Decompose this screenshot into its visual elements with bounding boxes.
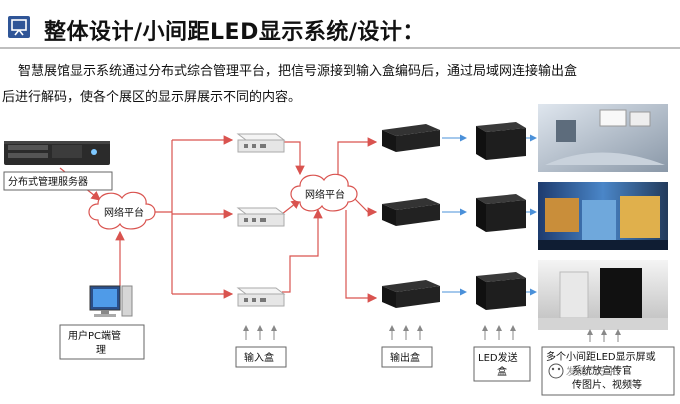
flow-lines (59, 135, 378, 303)
cloud-middle (290, 173, 358, 212)
screens-label-line-1: 多个小间距LED显示屏或 (546, 350, 656, 363)
led-label-line-1: LED发送 (478, 351, 518, 364)
led-label-frame (473, 346, 531, 382)
input-box-3 (236, 287, 286, 307)
output-box-label: 输出盒 (390, 351, 420, 364)
exhibit-photo-3 (538, 260, 668, 330)
pc-icon (89, 285, 133, 317)
output-box-1 (382, 124, 440, 152)
input-box-label: 输入盒 (244, 351, 274, 364)
pc-label-line-2: 理 (96, 344, 106, 356)
input-signal-arrows (243, 325, 621, 342)
intro-text-line-2: 后进行解码，使各个展区的显示屏展示不同的内容。 (2, 90, 302, 105)
cloud-middle-label: 网络平台 (305, 188, 345, 201)
screens-label-line-2: 系统放宣传官 (572, 364, 632, 377)
pc-label-line-1: 用户PC端管 (68, 329, 121, 342)
link-lines (442, 134, 537, 296)
cloud-left (88, 191, 156, 230)
cloud-left-label: 网络平台 (104, 206, 144, 219)
led-sender-2 (476, 194, 526, 232)
pc-label-box (59, 324, 145, 360)
intro-text-line-1: 智慧展馆显示系统通过分布式综合管理平台，把信号源接到输入盒编码后，通过局域网连接… (18, 64, 578, 79)
input-box-2 (236, 207, 286, 227)
presentation-icon (8, 16, 30, 38)
led-label-line-2: 盒 (497, 365, 507, 378)
led-sender-3 (476, 272, 526, 310)
input-box-1 (236, 133, 286, 153)
led-sender-1 (476, 122, 526, 160)
exhibit-photo-1 (538, 104, 668, 172)
server-label: 分布式管理服务器 (8, 175, 88, 188)
screens-label-line-3: 传图片、视频等 (572, 378, 642, 391)
title-divider (0, 47, 680, 49)
output-box-2 (382, 198, 440, 226)
server-label-box (3, 171, 113, 191)
watermark: 发视广方 扫 (548, 363, 619, 379)
exhibit-photo-2 (538, 182, 668, 250)
watermark-text: 发视广方 扫 (566, 365, 619, 378)
page-title: 整体设计/小间距LED显示系统/设计： (44, 20, 425, 45)
output-box-3 (382, 280, 440, 308)
server-device (4, 141, 110, 165)
input-box-label-frame (235, 346, 287, 368)
screens-label-frame (541, 346, 675, 396)
output-box-label-frame (381, 346, 433, 368)
title-bar: 整体设计/小间距LED显示系统/设计： (0, 0, 680, 52)
